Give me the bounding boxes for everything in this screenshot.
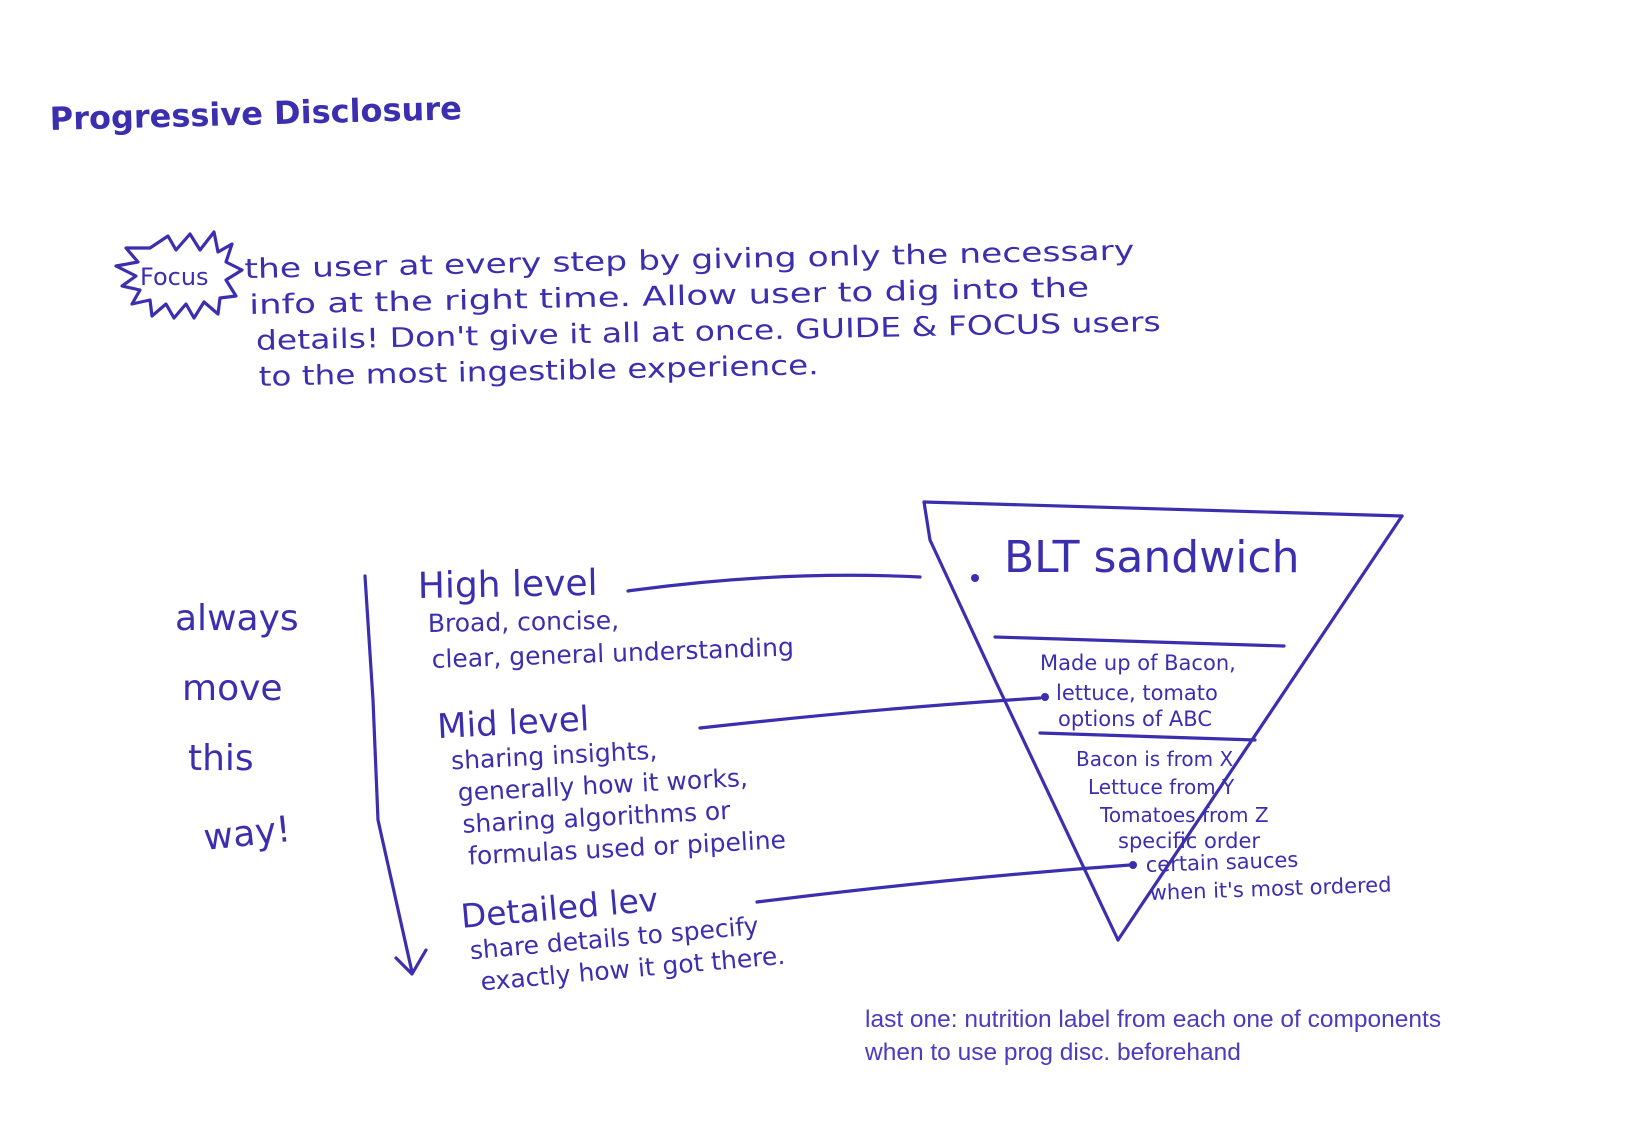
funnel-top-bullet [971, 574, 979, 582]
focus-paragraph: the user at every step by giving only th… [244, 235, 1162, 393]
direction-word-1: always [175, 598, 299, 639]
funnel-mid-line-1: Made up of Bacon, [1040, 651, 1236, 675]
funnel-mid-bullet [1041, 693, 1049, 701]
funnel-mid-line-3: options of ABC [1058, 707, 1212, 731]
page-title: Progressive Disclosure [49, 89, 462, 138]
direction-word-3: this [188, 738, 254, 779]
direction-word-2: move [182, 668, 283, 709]
funnel-bottom-line-2: Lettuce from Y [1088, 775, 1235, 799]
down-arrow-icon [365, 576, 426, 974]
level-high-line-1: Broad, concise, [428, 606, 620, 638]
level-mid: Mid level sharing insights, generally ho… [436, 689, 786, 872]
focus-line-4: to the most ingestible experience. [258, 350, 819, 393]
connector-high [628, 575, 920, 591]
funnel-bottom-line-5: certain sauces [1145, 848, 1298, 877]
funnel-bottom-line-3: Tomatoes from Z [1099, 803, 1269, 827]
typed-notes: last one: nutrition label from each one … [865, 1003, 1441, 1069]
funnel-mid-line-2: lettuce, tomato [1056, 681, 1218, 705]
funnel-bottom-section: Bacon is from X Lettuce from Y Tomatoes … [1076, 747, 1392, 905]
level-high-line-2: clear, general understanding [431, 632, 794, 674]
funnel-top-label: BLT sandwich [1004, 532, 1300, 583]
funnel-bottom-line-1: Bacon is from X [1076, 747, 1233, 771]
direction-note: always move this way! [175, 598, 299, 859]
typed-note-1: last one: nutrition label from each one … [865, 1003, 1441, 1036]
connector-detailed [757, 865, 1130, 902]
focus-starburst: Focus [116, 232, 242, 318]
typed-note-2: when to use prog disc. beforehand [865, 1036, 1441, 1069]
direction-word-4: way! [202, 809, 293, 859]
level-high-heading: High level [417, 563, 597, 607]
focus-label: Focus [140, 263, 209, 291]
funnel-top-section: BLT sandwich [971, 532, 1300, 583]
connector-mid [700, 698, 1040, 728]
funnel-mid-section: Made up of Bacon, lettuce, tomato option… [1040, 651, 1236, 731]
level-detailed: Detailed lev share details to specify ex… [459, 869, 786, 997]
funnel-bottom-line-6: when it's most ordered [1149, 873, 1391, 905]
